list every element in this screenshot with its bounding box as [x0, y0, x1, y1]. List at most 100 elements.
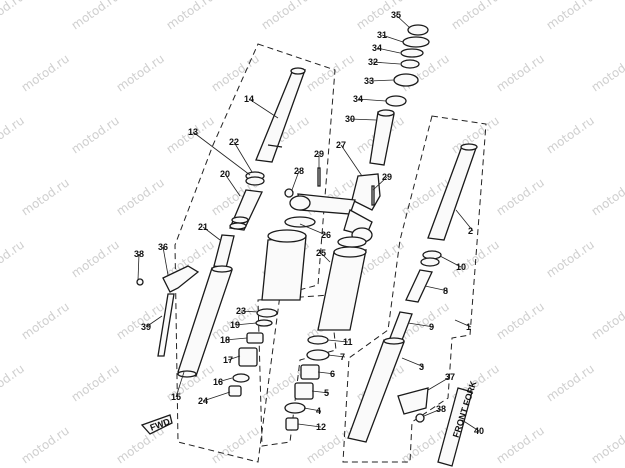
watermark-text: motod.ru — [449, 237, 502, 280]
watermark-text: motod.ru — [209, 423, 262, 466]
boot-clamp-26b — [337, 236, 367, 248]
part-number-label: 11 — [343, 337, 353, 347]
part-number-label: 29 — [382, 172, 392, 182]
part-number-label: 10 — [456, 262, 466, 272]
right-bracket-37 — [397, 387, 429, 415]
leader-line — [175, 371, 185, 398]
watermark-text: motod.ru — [259, 0, 312, 32]
part-number-label: 27 — [336, 140, 346, 150]
decal-plate-40 — [437, 387, 473, 467]
part-number-label: 3 — [419, 362, 424, 372]
right-fork-outline — [342, 115, 487, 463]
part-number-label: 28 — [294, 166, 304, 176]
part-number-label: 36 — [158, 242, 168, 252]
watermark-text: motod.ru — [19, 51, 72, 94]
leader-line — [311, 390, 330, 394]
watermark-text: motod.ru — [209, 51, 262, 94]
leader-line — [423, 408, 442, 417]
left-bolt-38 — [136, 278, 144, 286]
leader-line — [320, 252, 331, 263]
stem-nut-35 — [407, 24, 429, 36]
right-clip-7 — [306, 349, 330, 361]
watermark-text: motod.ru — [544, 237, 597, 280]
part-number-label: 34 — [353, 94, 363, 104]
part-number-label: 33 — [364, 76, 374, 86]
leader-line — [439, 255, 462, 268]
part-number-label: 22 — [229, 137, 239, 147]
watermark-text: motod.ru — [69, 0, 122, 32]
part-number-label: 32 — [368, 57, 378, 67]
leader-line — [303, 407, 322, 412]
watermark-text: motod.ru — [114, 51, 167, 94]
leader-line — [202, 226, 221, 241]
leader-line — [349, 118, 377, 121]
right-spring-8 — [405, 269, 433, 303]
part-number-label: 5 — [324, 388, 329, 398]
bolt-28 — [284, 188, 294, 198]
washer-31 — [402, 36, 430, 48]
leader-line — [401, 357, 425, 368]
right-washer-4 — [284, 402, 306, 414]
leader-line — [427, 376, 451, 391]
part-number-label: 8 — [443, 286, 448, 296]
leader-lines — [137, 14, 480, 432]
watermark-text: motod.ru — [544, 361, 597, 404]
bolt-29b — [371, 185, 375, 206]
part-number-label: 20 — [220, 169, 230, 179]
leader-line — [291, 170, 300, 191]
leader-line — [137, 253, 140, 281]
watermark-text: motod.ru — [69, 113, 122, 156]
part-number-label: 15 — [171, 392, 181, 402]
leader-line — [327, 354, 346, 358]
part-number-label: 17 — [223, 355, 233, 365]
part-number-labels: 3531343233343027292928262514132220213638… — [134, 10, 484, 436]
leader-line — [248, 98, 279, 119]
leader-line — [299, 223, 327, 236]
leader-line — [233, 141, 253, 173]
watermark-text: motod.ru — [164, 0, 217, 32]
part-number-label: 18 — [220, 335, 230, 345]
right-fork-boot — [317, 249, 367, 331]
boot-clamp-26a — [284, 216, 316, 228]
watermark-text: motod.ru — [494, 175, 547, 218]
leader-line — [372, 176, 388, 191]
watermark-text: motod.ru — [589, 51, 625, 94]
leader-line — [454, 319, 472, 328]
leader-line — [368, 79, 395, 82]
left-fork-assembly — [136, 67, 306, 397]
leader-line — [381, 34, 404, 43]
left-washer-16 — [232, 373, 250, 383]
watermark-text: motod.ru — [449, 0, 502, 32]
leader-line — [240, 310, 259, 313]
watermark-text: motod.ru — [0, 361, 27, 404]
leader-line — [395, 14, 411, 29]
part-number-label: 30 — [345, 114, 355, 124]
left-inner-tube — [255, 69, 306, 163]
right-bushing-5 — [294, 382, 314, 400]
right-bushing-6 — [300, 364, 320, 380]
fwd-arrow — [140, 414, 173, 435]
leader-line — [227, 355, 241, 361]
part-number-label: 13 — [188, 127, 198, 137]
part-number-label: 12 — [316, 422, 326, 432]
leader-line — [357, 98, 387, 102]
watermark-text: motod.ru — [544, 0, 597, 32]
bolt-29a — [317, 167, 321, 187]
right-fork-assembly — [140, 143, 478, 467]
part-number-label: 6 — [330, 369, 335, 379]
part-number-label: 21 — [198, 222, 208, 232]
clamp-left — [289, 195, 311, 211]
washer-34a — [400, 48, 424, 58]
leader-line — [455, 209, 474, 232]
part-number-label: 38 — [134, 249, 144, 259]
race-32 — [400, 59, 420, 69]
part-number-label: 31 — [377, 30, 387, 40]
part-number-label: 25 — [316, 248, 326, 258]
right-piece-12 — [285, 417, 299, 431]
part-number-label: 1 — [466, 322, 471, 332]
part-number-label: 19 — [230, 320, 240, 330]
watermark-text: motod.ru — [399, 51, 452, 94]
watermark-text: motod.ru — [589, 423, 625, 466]
